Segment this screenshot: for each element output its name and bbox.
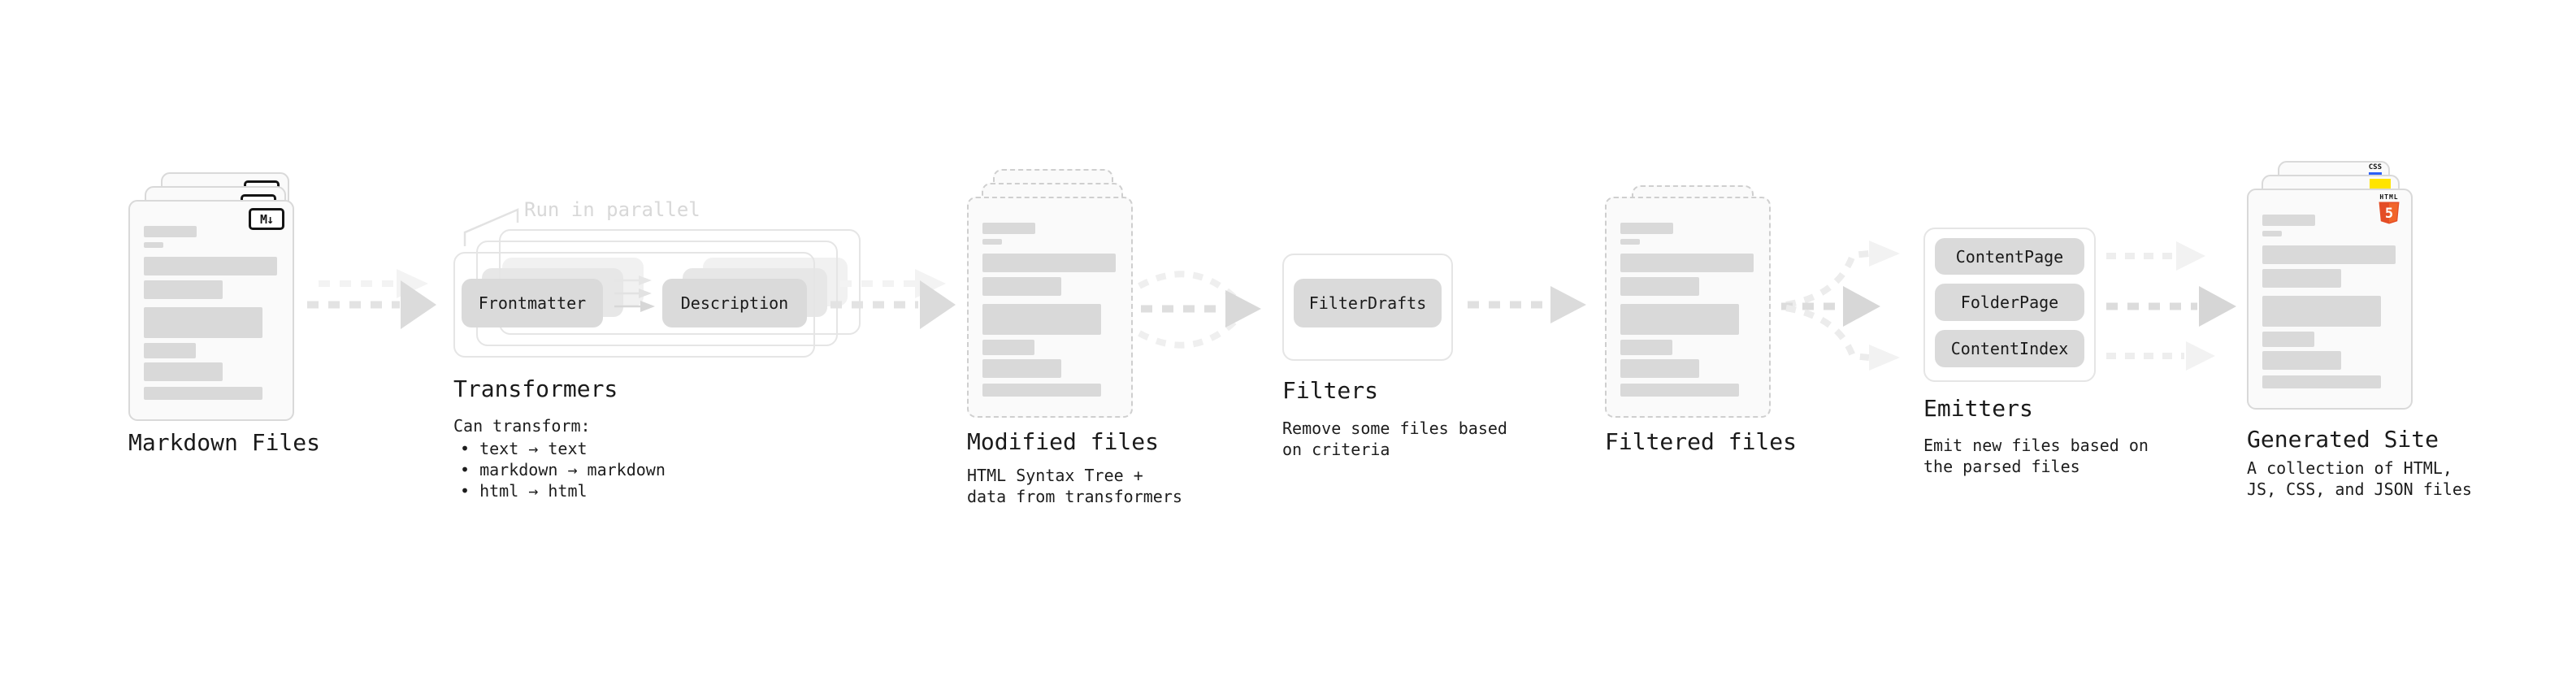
emitters-container xyxy=(1923,228,2096,382)
placeholder-bar xyxy=(1620,223,1673,234)
markdown-file-card-front: M↓ xyxy=(128,200,294,421)
placeholder-bar xyxy=(1620,239,1640,245)
placeholder-bar xyxy=(982,359,1061,378)
placeholder-bar xyxy=(2262,269,2341,288)
placeholder-bar xyxy=(1620,359,1699,378)
placeholder-bar xyxy=(144,387,262,400)
transformers-bullet: • html → html xyxy=(460,481,588,501)
placeholder-bar xyxy=(982,239,1002,245)
transformers-bullet: • markdown → markdown xyxy=(460,460,666,479)
stage-label-emitters: Emitters xyxy=(1923,395,2033,422)
emitter-chip-contentindex: ContentIndex xyxy=(1935,330,2084,367)
stage-label-filters: Filters xyxy=(1282,377,1379,404)
placeholder-bar xyxy=(2262,245,2396,264)
modified-files-desc: data from transformers xyxy=(967,487,1182,506)
placeholder-bar xyxy=(982,340,1034,355)
filters-container xyxy=(1282,254,1453,361)
placeholder-bar xyxy=(144,307,262,338)
arrow-filtered-to-emitters-branch xyxy=(1781,241,1900,371)
placeholder-bar xyxy=(144,362,223,381)
arrow-filters-to-filtered xyxy=(1468,286,1586,323)
placeholder-bar xyxy=(2262,296,2381,327)
run-in-parallel-note: Run in parallel xyxy=(524,198,700,221)
transformers-desc-intro: Can transform: xyxy=(453,416,591,436)
placeholder-bar xyxy=(2262,231,2282,236)
placeholder-bar xyxy=(2262,375,2381,388)
filters-desc: Remove some files based xyxy=(1282,419,1507,438)
html5-icon-number: 5 xyxy=(2385,206,2393,222)
placeholder-bar xyxy=(144,242,163,248)
placeholder-bar xyxy=(144,343,196,358)
arrow-emitters-to-generated xyxy=(2106,241,2236,371)
markdown-icon: M↓ xyxy=(249,208,284,230)
stage-label-filtered-files: Filtered files xyxy=(1605,428,1798,455)
emitter-chip-contentpage: ContentPage xyxy=(1935,238,2084,275)
emitter-chip-folderpage: FolderPage xyxy=(1935,284,2084,321)
placeholder-bar xyxy=(1620,277,1699,296)
generated-site-desc: JS, CSS, and JSON files xyxy=(2247,479,2472,499)
css-icon: CSS xyxy=(2368,164,2382,175)
emitters-desc: Emit new files based on xyxy=(1923,436,2149,455)
transformer-chip-frontmatter: Frontmatter xyxy=(462,279,603,327)
modified-files-desc: HTML Syntax Tree + xyxy=(967,466,1143,485)
generated-file-card-html: HTML 5 xyxy=(2247,189,2413,410)
transformer-chip-description: Description xyxy=(662,279,807,327)
transformers-bullet: • text → text xyxy=(460,439,588,458)
placeholder-bar xyxy=(982,277,1061,296)
placeholder-bar xyxy=(144,257,277,275)
placeholder-bar xyxy=(2262,351,2341,370)
placeholder-bar xyxy=(1620,254,1754,272)
placeholder-bar xyxy=(144,280,223,299)
placeholder-bar xyxy=(982,223,1035,234)
filter-chip-filterdrafts: FilterDrafts xyxy=(1294,279,1442,327)
stage-label-transformers: Transformers xyxy=(453,375,618,402)
placeholder-bar xyxy=(2262,215,2315,226)
html5-icon: HTML 5 xyxy=(2377,193,2401,224)
stage-label-modified-files: Modified files xyxy=(967,428,1160,455)
filtered-file-card-front xyxy=(1605,197,1771,418)
javascript-icon xyxy=(2370,179,2391,189)
placeholder-bar xyxy=(982,384,1101,397)
placeholder-bar xyxy=(982,304,1101,335)
placeholder-bar xyxy=(982,254,1116,272)
transformers-container-front xyxy=(453,252,815,358)
placeholder-bar xyxy=(1620,340,1672,355)
placeholder-bar xyxy=(1620,384,1739,397)
html5-icon-word: HTML xyxy=(2379,193,2399,201)
stage-label-generated-site: Generated Site xyxy=(2247,426,2439,453)
stage-label-markdown-files: Markdown Files xyxy=(128,429,321,456)
emitters-desc: the parsed files xyxy=(1923,457,2080,476)
placeholder-bar xyxy=(2262,332,2314,347)
filters-desc: on criteria xyxy=(1282,440,1390,459)
generated-site-desc: A collection of HTML, xyxy=(2247,458,2452,478)
arrow-modified-to-filters-loop xyxy=(1138,271,1261,349)
placeholder-bar xyxy=(144,226,197,237)
placeholder-bar xyxy=(1620,304,1739,335)
modified-file-card-front xyxy=(967,197,1133,418)
arrow-markdown-to-transformers xyxy=(307,269,436,329)
